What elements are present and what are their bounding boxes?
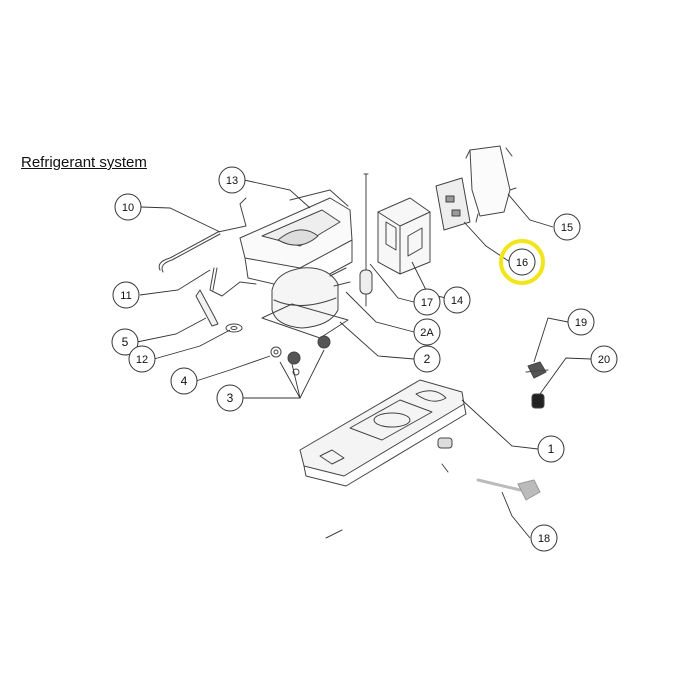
svg-text:20: 20 bbox=[598, 354, 610, 366]
callout-3: 3 bbox=[216, 384, 244, 412]
callout-13: 13 bbox=[218, 166, 246, 194]
svg-text:14: 14 bbox=[451, 295, 463, 307]
clip-part bbox=[225, 323, 243, 333]
pipe-10-part bbox=[158, 197, 247, 273]
svg-text:19: 19 bbox=[575, 317, 587, 329]
svg-text:2A: 2A bbox=[420, 327, 434, 339]
callout-10: 10 bbox=[114, 193, 142, 221]
callout-19: 19 bbox=[567, 308, 595, 336]
callout-14: 14 bbox=[443, 286, 471, 314]
callout-15: 15 bbox=[553, 213, 581, 241]
cover-plate-part bbox=[465, 145, 517, 223]
callout-2: 2 bbox=[413, 345, 441, 373]
pipe-11-part bbox=[209, 267, 257, 297]
filter-drier-part bbox=[195, 289, 219, 327]
callout-1: 1 bbox=[537, 435, 565, 463]
evaporator-tray-part bbox=[239, 189, 353, 291]
svg-text:11: 11 bbox=[120, 290, 131, 302]
callout-12: 12 bbox=[128, 345, 156, 373]
svg-text:13: 13 bbox=[226, 175, 238, 187]
svg-text:10: 10 bbox=[122, 202, 134, 214]
svg-text:15: 15 bbox=[561, 222, 573, 234]
diagram-title: Refrigerant system bbox=[21, 154, 147, 171]
svg-text:5: 5 bbox=[122, 335, 129, 349]
callout-2a: 2A bbox=[413, 318, 441, 346]
base-plate-part bbox=[299, 379, 467, 487]
thermostat-bulb-part bbox=[359, 173, 373, 307]
valve-part bbox=[525, 361, 549, 379]
callout-18: 18 bbox=[530, 524, 558, 552]
highlight-ring bbox=[499, 239, 545, 285]
knob-part bbox=[531, 393, 545, 409]
svg-text:1: 1 bbox=[548, 442, 555, 456]
svg-text:4: 4 bbox=[181, 374, 188, 388]
callout-16: 16 bbox=[508, 248, 536, 276]
callout-17: 17 bbox=[413, 288, 441, 316]
grommets-part bbox=[270, 335, 331, 376]
svg-text:3: 3 bbox=[227, 391, 234, 405]
power-cord-part bbox=[476, 478, 541, 501]
callout-4: 4 bbox=[170, 367, 198, 395]
callout-11: 11 bbox=[112, 281, 140, 309]
pcb-part bbox=[435, 177, 471, 231]
svg-text:17: 17 bbox=[421, 297, 433, 309]
leader-lines bbox=[136, 179, 592, 539]
fittings-part bbox=[325, 437, 453, 539]
svg-text:16: 16 bbox=[516, 257, 528, 269]
callout-20: 20 bbox=[590, 345, 618, 373]
callout-5: 5 bbox=[111, 328, 139, 356]
control-box-part bbox=[377, 197, 431, 275]
compressor-part bbox=[261, 267, 351, 339]
svg-text:18: 18 bbox=[538, 533, 550, 545]
svg-text:12: 12 bbox=[136, 354, 148, 366]
svg-text:2: 2 bbox=[424, 352, 431, 366]
